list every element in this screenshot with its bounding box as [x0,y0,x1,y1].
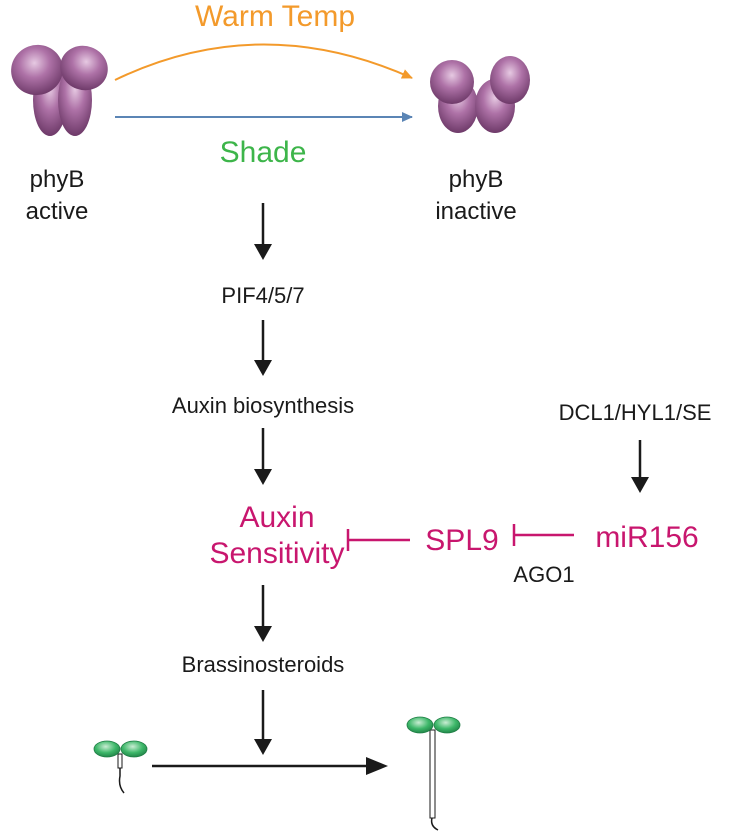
arrow-dcl1-to-mir156 [631,440,649,493]
growth-arrow [152,757,388,775]
phyB-inactive-label-line2: inactive [435,198,516,225]
warm-temp-arrow [114,43,413,81]
auxin-sensitivity-line1: Auxin [239,501,314,534]
spl9-label: SPL9 [425,524,498,557]
arrow-brassinosteroids-down [254,690,272,755]
phyB-inactive-label-line1: phyB [449,166,504,193]
pif-label: PIF4/5/7 [221,283,304,308]
phyB-active-dimer-icon [11,44,108,136]
auxin-sensitivity-line2: Sensitivity [209,537,344,570]
warm-temp-label: Warm Temp [195,0,355,33]
mir156-label: miR156 [595,521,698,554]
auxin-biosynthesis-label: Auxin biosynthesis [172,393,354,418]
phyB-active-label-line2: active [26,198,89,225]
phyB-inactive-dimer-icon [430,56,530,133]
arrow-shade-to-pif [254,203,272,260]
arrow-biosynthesis-to-sensitivity [254,428,272,485]
elongated-seedling-icon [406,716,461,831]
shade-label: Shade [220,136,307,169]
dcl1-hyl1-se-label: DCL1/HYL1/SE [559,400,712,425]
spl9-inhibits-auxin-sensitivity [346,529,410,551]
short-seedling-icon [93,740,148,794]
ago1-label: AGO1 [513,562,574,587]
brassinosteroids-label: Brassinosteroids [182,652,345,677]
mir156-inhibits-spl9 [512,524,574,546]
arrow-pif-to-auxin-biosynthesis [254,320,272,376]
arrow-sensitivity-to-brassinosteroids [254,585,272,642]
phyB-active-label-line1: phyB [30,166,85,193]
